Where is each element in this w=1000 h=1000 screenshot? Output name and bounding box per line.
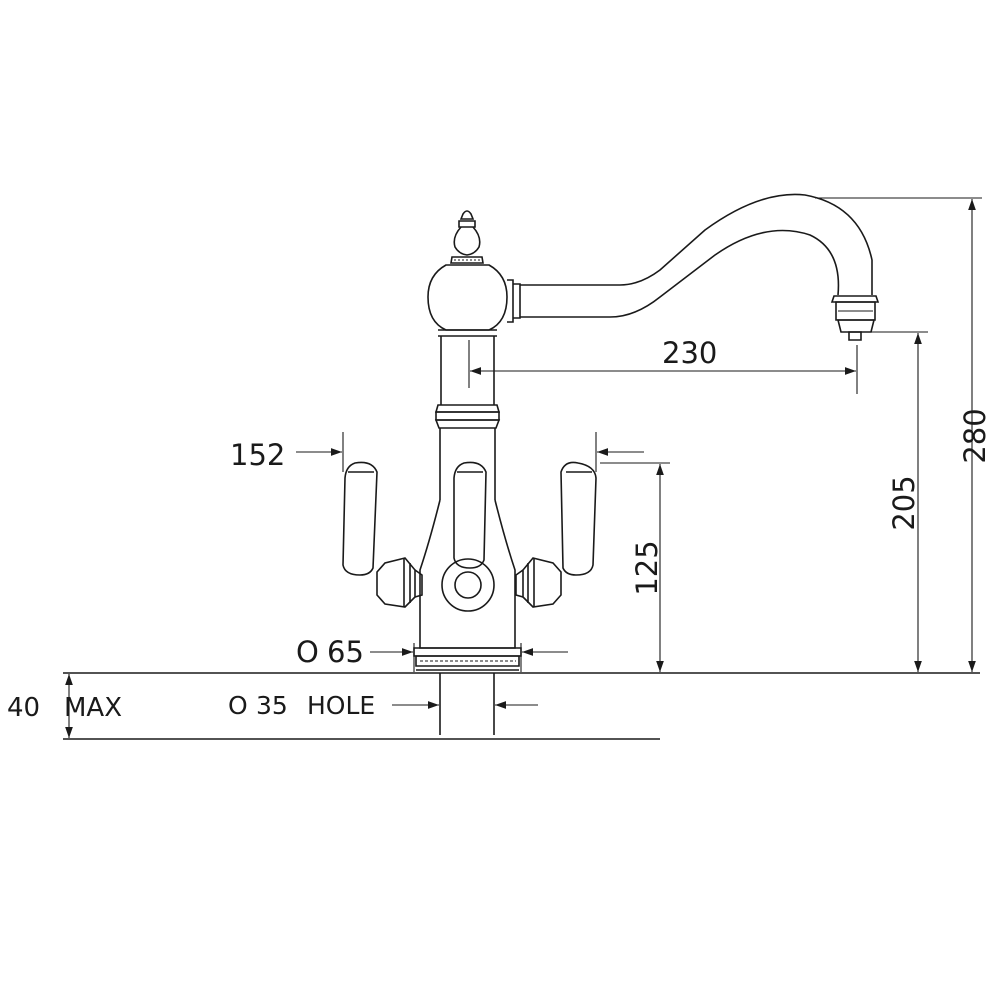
dim-handle-offset: [296, 432, 644, 472]
diameter-symbol-base: O: [296, 635, 319, 669]
label-handle-offset: 152: [230, 438, 285, 472]
dim-overall-height: [815, 197, 982, 672]
spout: [520, 193, 880, 341]
spout-collar: [507, 279, 521, 323]
tap-body: [413, 193, 880, 671]
dim-spout-height: [870, 331, 928, 672]
lever-handle-left: [342, 461, 423, 608]
deck-and-hole: [63, 672, 980, 740]
column: [419, 336, 516, 640]
finial: [450, 210, 484, 264]
label-hole-diameter: 35: [256, 691, 288, 720]
dim-handle-height: [600, 462, 670, 672]
label-handle-height: 125: [630, 540, 664, 595]
label-spout-height: 205: [887, 475, 921, 530]
label-spout-reach: 230: [662, 336, 717, 370]
diameter-symbol-hole: O: [228, 691, 248, 720]
centre-boss: [441, 558, 495, 612]
lever-handle-right: [515, 461, 597, 608]
dim-base-diameter: [370, 643, 568, 672]
label-deck-thickness: 40: [7, 693, 40, 723]
label-overall-height: 280: [958, 408, 992, 463]
label-hole: HOLE: [307, 691, 375, 720]
base: [413, 640, 522, 671]
label-deck-max: MAX: [64, 693, 122, 723]
ball-housing: [427, 264, 508, 337]
label-base-diameter: 65: [327, 635, 364, 669]
dim-spout-reach: [468, 340, 858, 394]
lever-handle-centre: [453, 461, 487, 569]
